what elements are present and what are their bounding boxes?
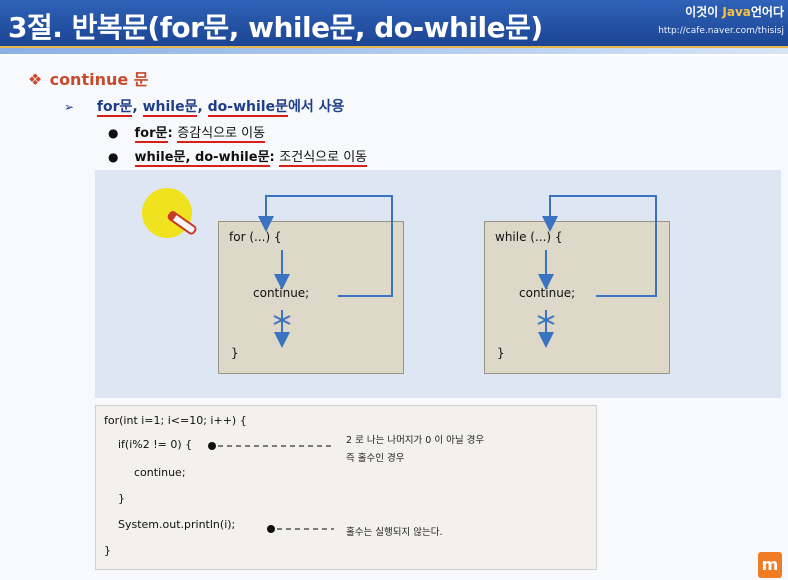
diamond-bullet-icon: ❖ <box>28 70 43 89</box>
arrow-bullet-icon: ➢ <box>64 100 75 114</box>
brand-block: 이것이 Java언어다 http://cafe.naver.com/thisis… <box>658 3 784 36</box>
note-odd: 즉 홀수인 경우 <box>346 453 405 464</box>
section-heading-text: continue 문 <box>49 70 149 89</box>
leader-dot-icon <box>208 442 216 450</box>
bullet-for-colon: : <box>167 126 178 141</box>
bullet-item-for: ● for문: 증감식으로 이동 <box>108 122 266 143</box>
subheading: ➢ for문, while문, do-while문에서 사용 <box>64 96 345 117</box>
brand-url: http://cafe.naver.com/thisisj <box>658 26 784 36</box>
sub-dowhile: do-while문 <box>207 99 288 117</box>
code-line-2: if(i%2 != 0) { <box>118 438 193 451</box>
cursor-highlight-icon <box>142 188 197 238</box>
for-loop-end: } <box>231 346 239 360</box>
brand-tagline: 이것이 Java언어다 <box>658 3 784 20</box>
code-line-4: } <box>118 492 125 505</box>
note-condition: 2 로 나는 나머지가 0 이 아닐 경우 <box>346 435 485 446</box>
note-skip: 홀수는 실행되지 않는다. <box>346 527 443 538</box>
for-continue: continue; <box>253 286 310 300</box>
while-loop-end: } <box>497 346 505 360</box>
code-line-3: continue; <box>134 466 186 479</box>
code-line-1: for(int i=1; i<=10; i++) { <box>104 414 247 427</box>
code-line-6: } <box>104 544 111 557</box>
bullet-while-keyword: while문, do-while문 <box>134 150 270 167</box>
bullet-while-desc: 조건식으로 이동 <box>279 150 368 167</box>
brand-java: Java <box>722 5 751 19</box>
sub-sep2: , <box>197 99 208 115</box>
dot-icon: ● <box>108 126 119 140</box>
code-line-5: System.out.println(i); <box>118 518 236 531</box>
leader-dot-icon <box>267 525 275 533</box>
dot-icon: ● <box>108 150 119 164</box>
sub-while: while문 <box>142 99 198 117</box>
for-loop-box: for (...) { continue; } <box>218 221 404 374</box>
code-example-box: for(int i=1; i<=10; i++) { if(i%2 != 0) … <box>95 405 597 570</box>
logo-badge: m <box>758 552 782 578</box>
slide-title: 3절. 반복문(for문, while문, do-while문) <box>8 11 543 44</box>
bullet-for-desc: 증감식으로 이동 <box>177 126 266 143</box>
header-stripe <box>0 48 788 54</box>
while-loop-box: while (...) { continue; } <box>484 221 670 374</box>
section-heading: ❖ continue 문 <box>28 66 149 90</box>
for-loop-head: for (...) { <box>229 230 282 244</box>
slide-header: 3절. 반복문(for문, while문, do-while문) 이것이 Jav… <box>0 0 788 48</box>
sub-sep1: , <box>132 99 143 115</box>
sub-for: for문 <box>96 99 133 117</box>
bullet-item-while: ● while문, do-while문: 조건식으로 이동 <box>108 146 368 167</box>
bullet-for-keyword: for문 <box>134 126 168 143</box>
brand-post: 언어다 <box>750 5 784 19</box>
sub-rest: 에서 사용 <box>287 99 345 115</box>
while-loop-head: while (...) { <box>495 230 563 244</box>
bullet-while-colon: : <box>269 150 280 165</box>
brand-pre: 이것이 <box>685 5 723 19</box>
while-continue: continue; <box>519 286 576 300</box>
